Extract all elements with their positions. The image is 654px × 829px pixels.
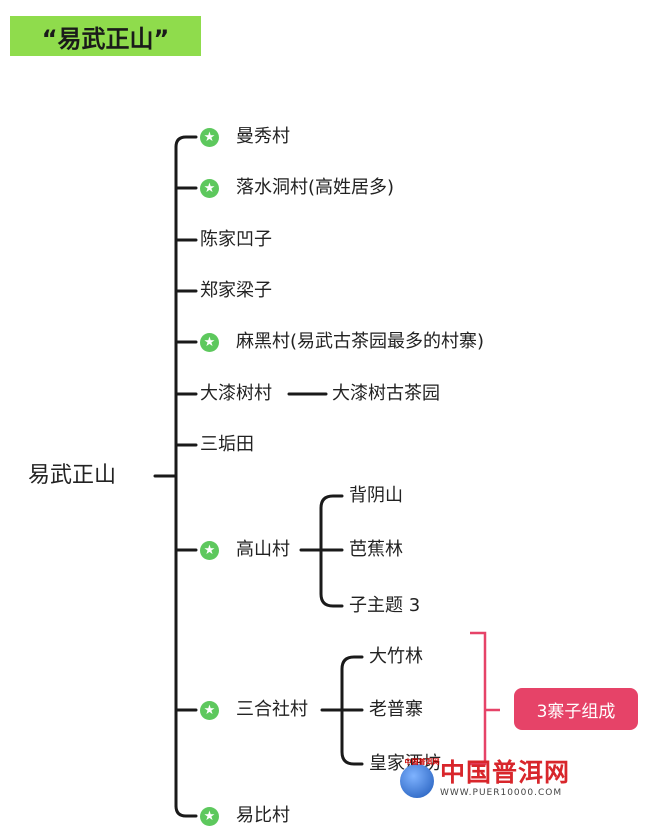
branch-node[interactable]: 高山村 (236, 539, 290, 560)
branch-node[interactable]: 麻黑村(易武古茶园最多的村寨) (236, 331, 485, 352)
branch-node[interactable]: 曼秀村 (236, 126, 290, 147)
annotation-text: 3寨子组成 (536, 701, 616, 722)
subbranch-node[interactable]: 芭蕉林 (349, 539, 403, 560)
subbranch-node[interactable]: 大竹林 (369, 646, 423, 667)
star-icon: ★ (200, 807, 219, 826)
subbranch-node[interactable]: 背阴山 (349, 485, 403, 506)
branch-node[interactable]: 陈家凹子 (200, 229, 272, 250)
subbranch-node[interactable]: 大漆树古茶园 (332, 383, 440, 404)
mindmap-title-text: “易武正山” (41, 24, 170, 53)
branch-node[interactable]: 落水洞村(高姓居多) (236, 177, 395, 198)
watermark-url: WWW.PUER10000.COM (440, 788, 563, 798)
mindmap-title: “易武正山” (10, 16, 201, 56)
watermark: 中国普洱网 中国普洱网 WWW.PUER10000.COM (400, 758, 610, 800)
subbranch-bracket (319, 494, 344, 608)
star-icon: ★ (200, 128, 219, 147)
root-node[interactable]: 易武正山 (28, 463, 117, 488)
annotation-badge[interactable]: 3寨子组成 (514, 688, 638, 730)
star-icon: ★ (200, 179, 219, 198)
branch-node[interactable]: 三合社村 (236, 699, 308, 720)
subbranch-bracket (340, 655, 364, 766)
branch-node[interactable]: 易比村 (236, 805, 290, 826)
branch-node[interactable]: 三垢田 (200, 434, 254, 455)
watermark-name: 中国普洱网 (440, 758, 571, 787)
annotation-bracket (470, 631, 500, 766)
globe-icon (400, 764, 434, 798)
branch-node[interactable]: 大漆树村 (200, 383, 272, 404)
star-icon: ★ (200, 701, 219, 720)
subbranch-node[interactable]: 子主题 3 (349, 595, 421, 616)
star-icon: ★ (200, 541, 219, 560)
branch-node[interactable]: 郑家梁子 (200, 280, 272, 301)
trunk-bottom-curve (174, 804, 198, 818)
watermark-logo-text: 中国普洱网 (404, 758, 440, 766)
trunk-top-curve (174, 135, 198, 149)
star-icon: ★ (200, 333, 219, 352)
subbranch-node[interactable]: 老普寨 (369, 699, 423, 720)
